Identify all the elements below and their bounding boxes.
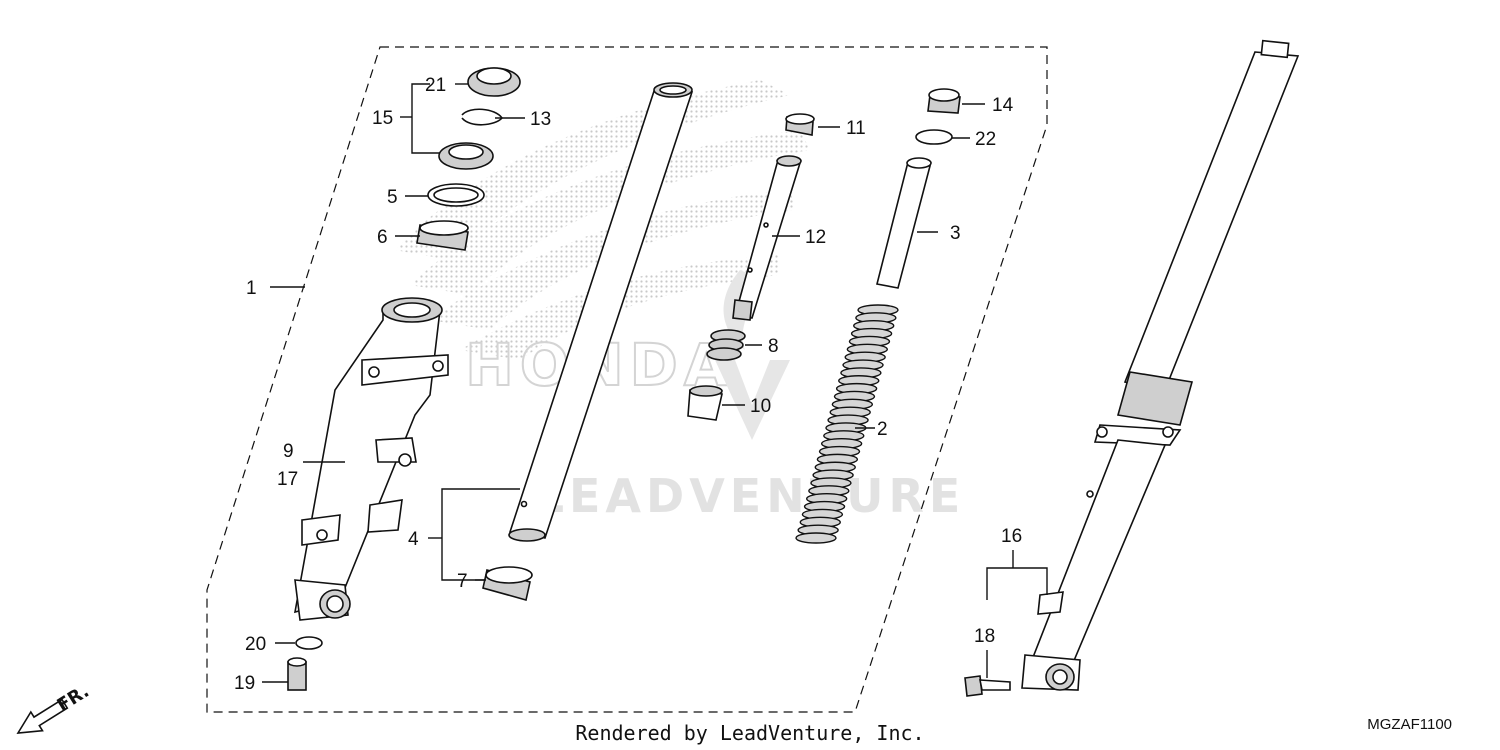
leader-lines <box>262 83 1048 683</box>
piston-ring <box>785 113 815 136</box>
stopper-ring-clip <box>461 108 504 126</box>
callout-3[interactable]: 3 <box>950 223 961 244</box>
callout-1[interactable]: 1 <box>246 278 257 299</box>
callout-13[interactable]: 13 <box>530 109 551 130</box>
honda-wing-watermark: HONDA <box>395 80 810 400</box>
callout-7[interactable]: 7 <box>457 571 468 592</box>
callout-17[interactable]: 17 <box>277 469 298 490</box>
callout-21[interactable]: 21 <box>425 75 446 96</box>
callout-6[interactable]: 6 <box>377 227 388 248</box>
oil-lock-piece <box>687 385 723 421</box>
dust-seal <box>467 67 521 97</box>
callout-12[interactable]: 12 <box>805 227 826 248</box>
callout-22[interactable]: 22 <box>975 129 996 150</box>
callout-20[interactable]: 20 <box>245 634 266 655</box>
fork-slider <box>293 297 449 621</box>
front-arrow-icon <box>16 698 69 734</box>
callout-5[interactable]: 5 <box>387 187 398 208</box>
callout-8[interactable]: 8 <box>768 336 779 357</box>
leadventure-watermark: LEADVENTURE <box>535 270 966 523</box>
callout-15[interactable]: 15 <box>372 108 393 129</box>
callout-14[interactable]: 14 <box>992 95 1014 116</box>
fork-spring <box>795 304 899 544</box>
spring-collar <box>876 157 932 289</box>
callout-10[interactable]: 10 <box>750 396 771 417</box>
callout-9[interactable]: 9 <box>283 441 294 462</box>
guide-bushing <box>416 220 469 251</box>
callout-2[interactable]: 2 <box>877 419 888 440</box>
slider-bushing <box>482 566 533 601</box>
o-ring <box>915 129 953 145</box>
callout-19[interactable]: 19 <box>234 673 255 694</box>
fork-bolt <box>927 88 961 114</box>
callouts: 1 2 3 4 5 6 7 8 9 10 11 12 13 14 15 16 1… <box>234 75 1022 694</box>
rebound-spring <box>706 329 746 361</box>
sealing-washer <box>295 636 323 650</box>
fork-pipe <box>508 82 694 542</box>
callout-18[interactable]: 18 <box>974 626 995 647</box>
front-direction-indicator: FR. <box>16 681 93 734</box>
assembly-frame <box>206 46 1048 713</box>
callout-4[interactable]: 4 <box>408 529 419 550</box>
oil-seal <box>438 142 494 170</box>
socket-bolt <box>287 657 307 691</box>
flange-bolt <box>964 675 1011 697</box>
backup-ring <box>427 183 485 207</box>
callout-16[interactable]: 16 <box>1001 526 1022 547</box>
leadventure-watermark-text: LEADVENTURE <box>535 469 966 523</box>
assembled-fork <box>1021 39 1300 691</box>
callout-11[interactable]: 11 <box>846 118 866 139</box>
diagram-code: MGZAF1100 <box>1367 716 1452 733</box>
spring-coil <box>795 532 837 544</box>
render-credit: Rendered by LeadVenture, Inc. <box>575 721 924 745</box>
fork-piston <box>732 155 802 321</box>
